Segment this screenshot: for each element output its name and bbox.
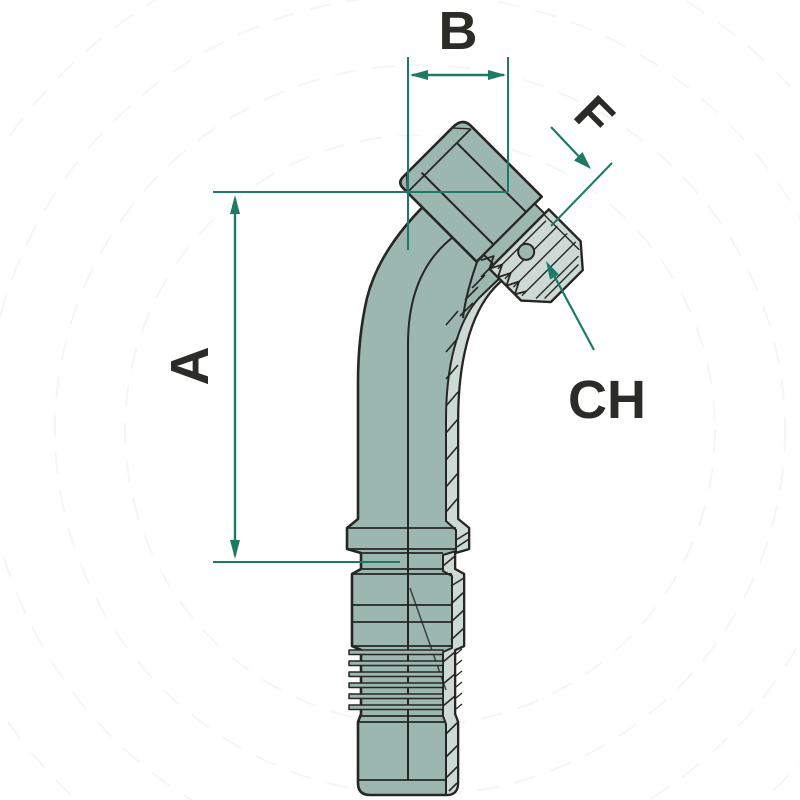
dimension-label-ch: CH <box>568 370 646 430</box>
shank-detail-lines <box>347 527 456 781</box>
hose-barb-ribs <box>348 649 444 711</box>
dimension-lines <box>213 57 613 563</box>
dimension-label-a: A <box>160 347 220 386</box>
nut-facet-line-lower <box>420 171 495 246</box>
dim-a-arrowhead-bottom <box>230 540 240 559</box>
dim-ch-arrowhead <box>546 261 559 280</box>
dim-f-extension <box>550 162 613 227</box>
dim-f-arrowhead <box>574 152 591 169</box>
elbow-surface-edge <box>462 261 478 319</box>
section-band <box>442 261 521 796</box>
dimension-label-f: F <box>564 85 625 146</box>
nut-chamfer-top <box>453 127 470 130</box>
dim-a-arrowhead-top <box>230 195 240 214</box>
port-end-line <box>544 264 579 299</box>
dim-b-arrowhead-left <box>410 70 428 80</box>
fitting-body <box>345 120 584 797</box>
dim-ch-leader <box>550 269 595 351</box>
nut-facet-line-upper <box>456 142 527 213</box>
section-hatching <box>442 254 505 792</box>
seal-ball <box>517 242 536 261</box>
section-centerline <box>407 223 469 781</box>
dimension-label-b: B <box>439 1 478 61</box>
dim-b-arrowhead-right <box>488 70 506 80</box>
thread-profile-zigzag <box>480 255 527 296</box>
rib-edge-ticks <box>455 648 463 710</box>
nut-end-face-line <box>408 128 472 192</box>
thread-top-line <box>543 213 580 251</box>
